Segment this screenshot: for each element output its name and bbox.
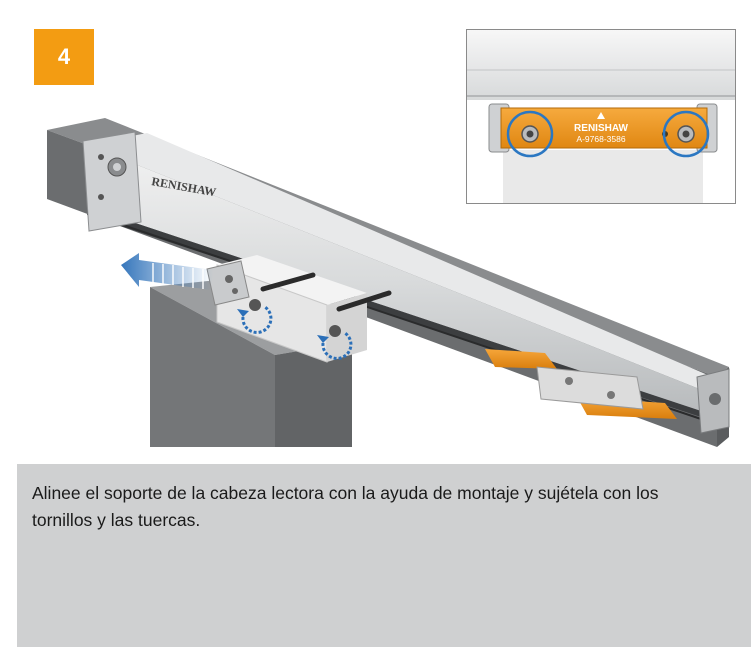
fixing-screws [249,272,392,337]
highlight-circle-left [506,110,554,158]
instruction-text: Alinee el soporte de la cabeza lectora c… [32,483,659,530]
inset-part-number: A-9768-3586 [576,134,625,144]
tighten-rotation-arrows [237,305,353,360]
detail-inset: RENISHAW A-9768-3586 [466,29,736,204]
mounting-aid-clips [485,349,677,419]
step-number-badge: 4 [34,29,94,85]
highlight-circle-right [662,110,710,158]
inset-brand-label: RENISHAW [574,123,628,134]
slide-direction-arrow [121,253,213,290]
